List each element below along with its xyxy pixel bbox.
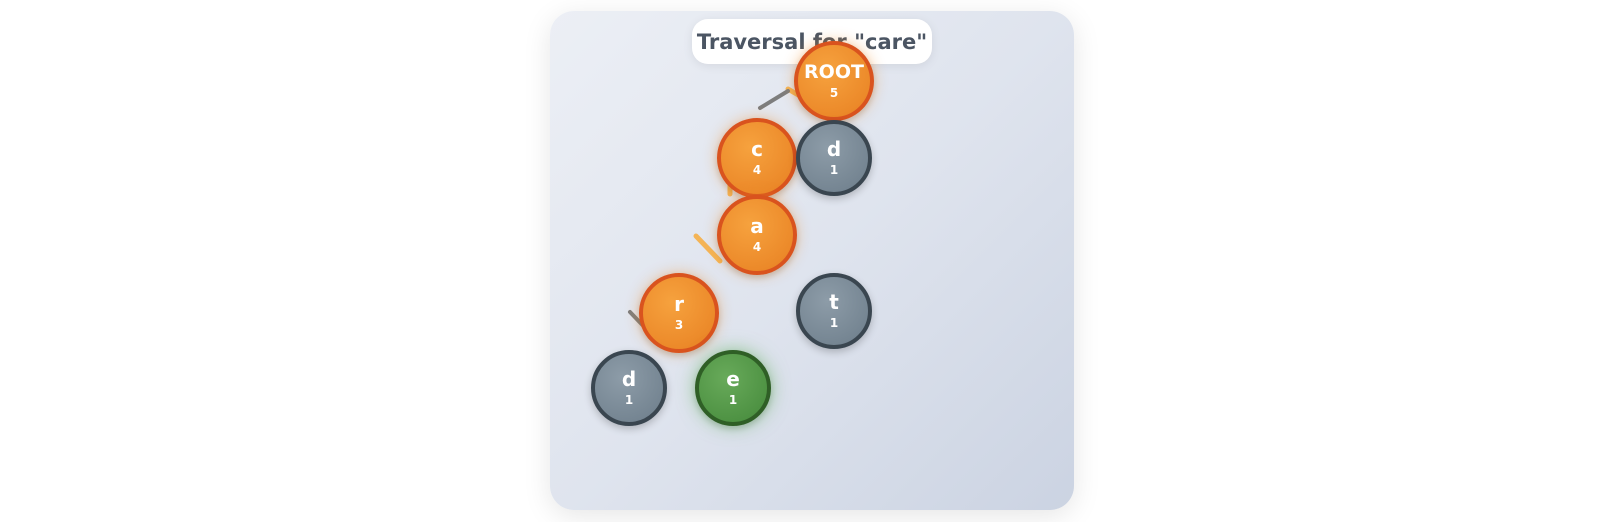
trie-diagram-panel: Traversal for "care" ROOT 5 c 4 d 1 a 4 … xyxy=(550,11,1074,510)
node-count: 1 xyxy=(728,393,738,407)
node-char: a xyxy=(750,214,764,238)
edge-a-r xyxy=(693,233,723,264)
node-char: t xyxy=(829,290,839,314)
node-char: ROOT xyxy=(804,61,864,83)
trie-node-c[interactable]: c 4 xyxy=(717,118,797,198)
trie-node-t[interactable]: t 1 xyxy=(796,273,872,349)
edge-root-d xyxy=(758,89,790,110)
trie-node-d-top[interactable]: d 1 xyxy=(796,120,872,196)
node-count: 4 xyxy=(752,240,762,254)
node-count: 1 xyxy=(624,393,634,407)
trie-node-root[interactable]: ROOT 5 xyxy=(794,41,874,121)
node-char: d xyxy=(826,137,842,161)
node-char: e xyxy=(726,367,740,391)
node-count: 1 xyxy=(829,163,839,177)
trie-node-a[interactable]: a 4 xyxy=(717,195,797,275)
trie-node-r[interactable]: r 3 xyxy=(639,273,719,353)
node-count: 3 xyxy=(674,318,684,332)
node-char: c xyxy=(751,137,763,161)
trie-node-e[interactable]: e 1 xyxy=(695,350,771,426)
node-count: 1 xyxy=(829,316,839,330)
trie-node-d-bottom[interactable]: d 1 xyxy=(591,350,667,426)
node-count: 5 xyxy=(829,86,839,100)
node-count: 4 xyxy=(752,163,762,177)
node-char: d xyxy=(621,367,637,391)
node-char: r xyxy=(674,292,684,316)
